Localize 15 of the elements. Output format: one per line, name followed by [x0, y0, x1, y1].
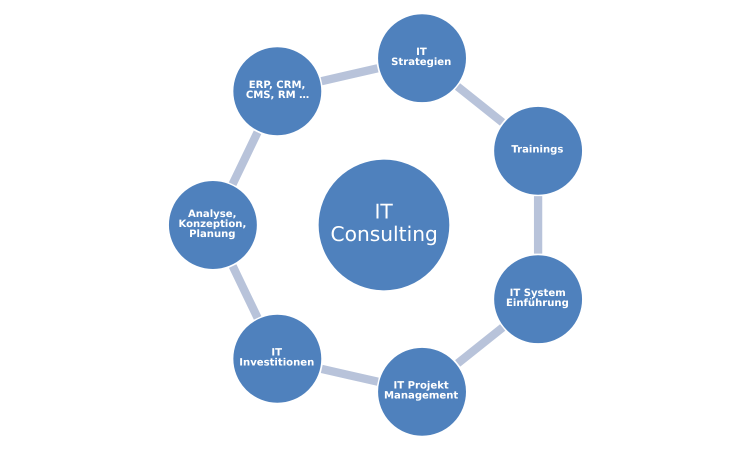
node-circle: IT Consulting — [316, 157, 452, 293]
connector — [454, 324, 505, 367]
connector — [320, 64, 378, 86]
node-circle: IT System Einführung — [491, 252, 584, 346]
connector — [320, 364, 378, 386]
node-circle: IT Strategien — [375, 12, 468, 105]
connector — [454, 83, 505, 126]
node-circle: ERP, CRM, CMS, RM … — [230, 44, 324, 138]
node-circle: IT Projekt Management — [375, 345, 468, 438]
node-circle: Analyse, Konzeption, Planung — [166, 178, 259, 272]
connector — [533, 196, 542, 254]
connector — [228, 130, 261, 186]
node-circle: Trainings — [491, 104, 584, 198]
connector — [228, 264, 261, 320]
node-circle: IT Investitionen — [230, 312, 324, 406]
